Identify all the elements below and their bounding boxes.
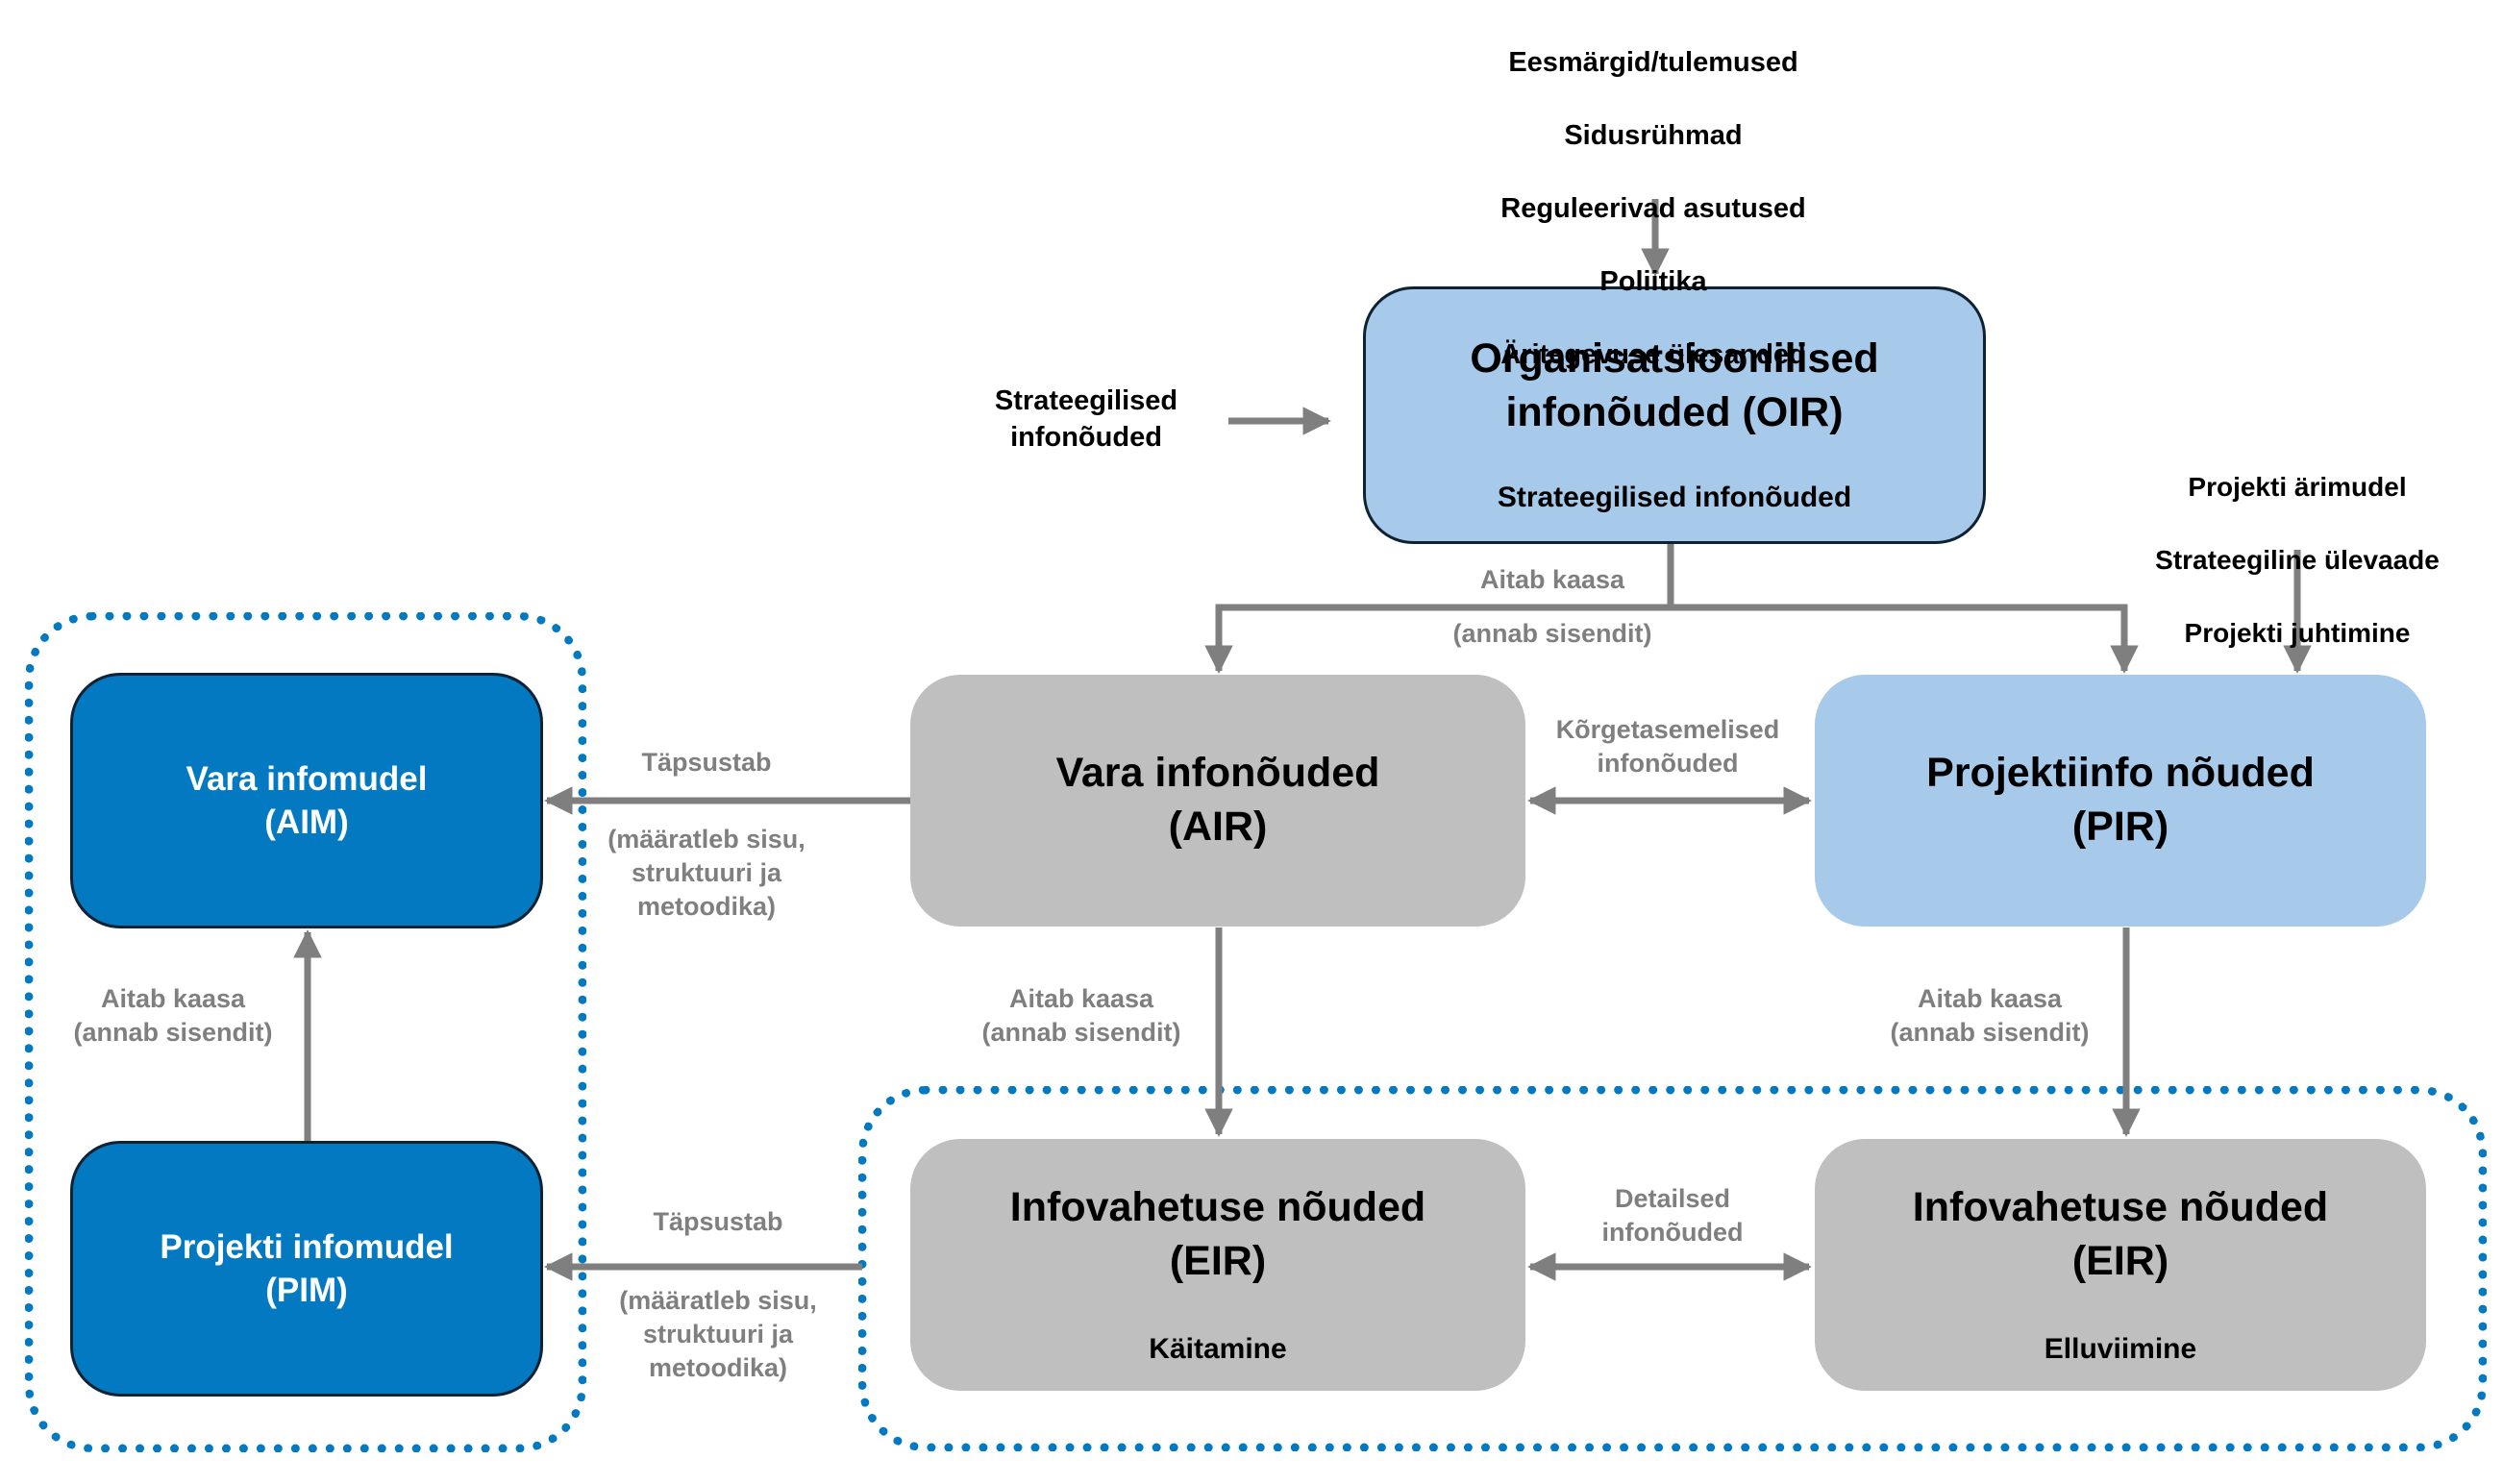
node-pir[interactable]: Projektiinfo nõuded (PIR) [1815, 675, 2426, 927]
edge-eir-eir-label: Detailsed infonõuded [1601, 1184, 1744, 1248]
edge-air-aim-label-bottom: (määratleb sisu, struktuuri ja metoodika… [607, 825, 805, 922]
oir-input-item: Eesmärgid/tulemused [1508, 47, 1798, 78]
edge-oir-label-bottom: (annab sisendit) [1452, 619, 1652, 648]
node-eir-delivery-subtitle: Elluviimine [2044, 1333, 2197, 1365]
node-pim-title: Projekti infomudel (PIM) [160, 1227, 454, 1310]
node-eir-operation-title: Infovahetuse nõuded (EIR) [1009, 1184, 1426, 1284]
edge-air-eir-label: Aitab kaasa (annab sisendit) [981, 984, 1181, 1048]
edge-oir-label-top: Aitab kaasa [1479, 565, 1625, 594]
information-models-group [25, 612, 586, 1452]
edge-eir-pim-label-bottom: (määratleb sisu, struktuuri ja metoodika… [619, 1286, 817, 1383]
node-oir-title: Organisatsioonilised infonõuded (OIR) [1470, 335, 1879, 435]
edge-pim-aim-label: Aitab kaasa (annab sisendit) [73, 984, 273, 1048]
edge-eir-pim-label-top: Täpsustab [653, 1207, 783, 1236]
oir-left-input: Strateegilised infonõuded [994, 385, 1178, 453]
oir-input-item: Äritegevuse ülesanded [1500, 339, 1806, 370]
oir-input-item: Poliitika [1599, 266, 1707, 297]
pir-top-inputs: Projekti ärimudel Strateegiline ülevaade… [2086, 433, 2503, 688]
pir-input-item: Strateegiline ülevaade [2155, 545, 2440, 575]
node-eir-operation[interactable]: Infovahetuse nõuded (EIR) Käitamine [910, 1139, 1525, 1391]
node-eir-delivery-title: Infovahetuse nõuded (EIR) [1912, 1184, 2329, 1284]
node-air[interactable]: Vara infonõuded (AIR) [910, 675, 1525, 927]
node-oir-subtitle: Strateegilised infonõuded [1497, 482, 1852, 513]
edge-pir-eir-label: Aitab kaasa (annab sisendit) [1890, 984, 2090, 1048]
oir-top-inputs: Eesmärgid/tulemused Sidusrühmad Reguleer… [1365, 8, 1942, 409]
node-eir-delivery[interactable]: Infovahetuse nõuded (EIR) Elluviimine [1815, 1139, 2426, 1391]
pir-input-item: Projekti juhtimine [2184, 618, 2411, 648]
node-pir-title: Projektiinfo nõuded (PIR) [1926, 750, 2315, 850]
edge-air-pir-label: Kõrgetasemelised infonõuded [1555, 715, 1780, 779]
arrow-oir-to-pir [1671, 604, 2139, 674]
node-oir[interactable]: Organisatsioonilised infonõuded (OIR) St… [1363, 286, 1986, 544]
oir-input-item: Sidusrühmad [1564, 120, 1743, 151]
node-eir-operation-subtitle: Käitamine [1149, 1333, 1287, 1365]
node-air-title: Vara infonõuded (AIR) [1055, 750, 1380, 850]
edge-air-aim-label-top: Täpsustab [641, 748, 772, 777]
node-aim-title: Vara infomudel (AIM) [186, 759, 428, 842]
node-pim[interactable]: Projekti infomudel (PIM) [70, 1141, 543, 1397]
node-aim[interactable]: Vara infomudel (AIM) [70, 673, 543, 928]
arrow-oir-to-air [1204, 604, 1671, 674]
pir-input-item: Projekti ärimudel [2188, 472, 2407, 502]
oir-input-item: Reguleerivad asutused [1500, 193, 1806, 224]
exchange-requirements-group [858, 1086, 2487, 1451]
